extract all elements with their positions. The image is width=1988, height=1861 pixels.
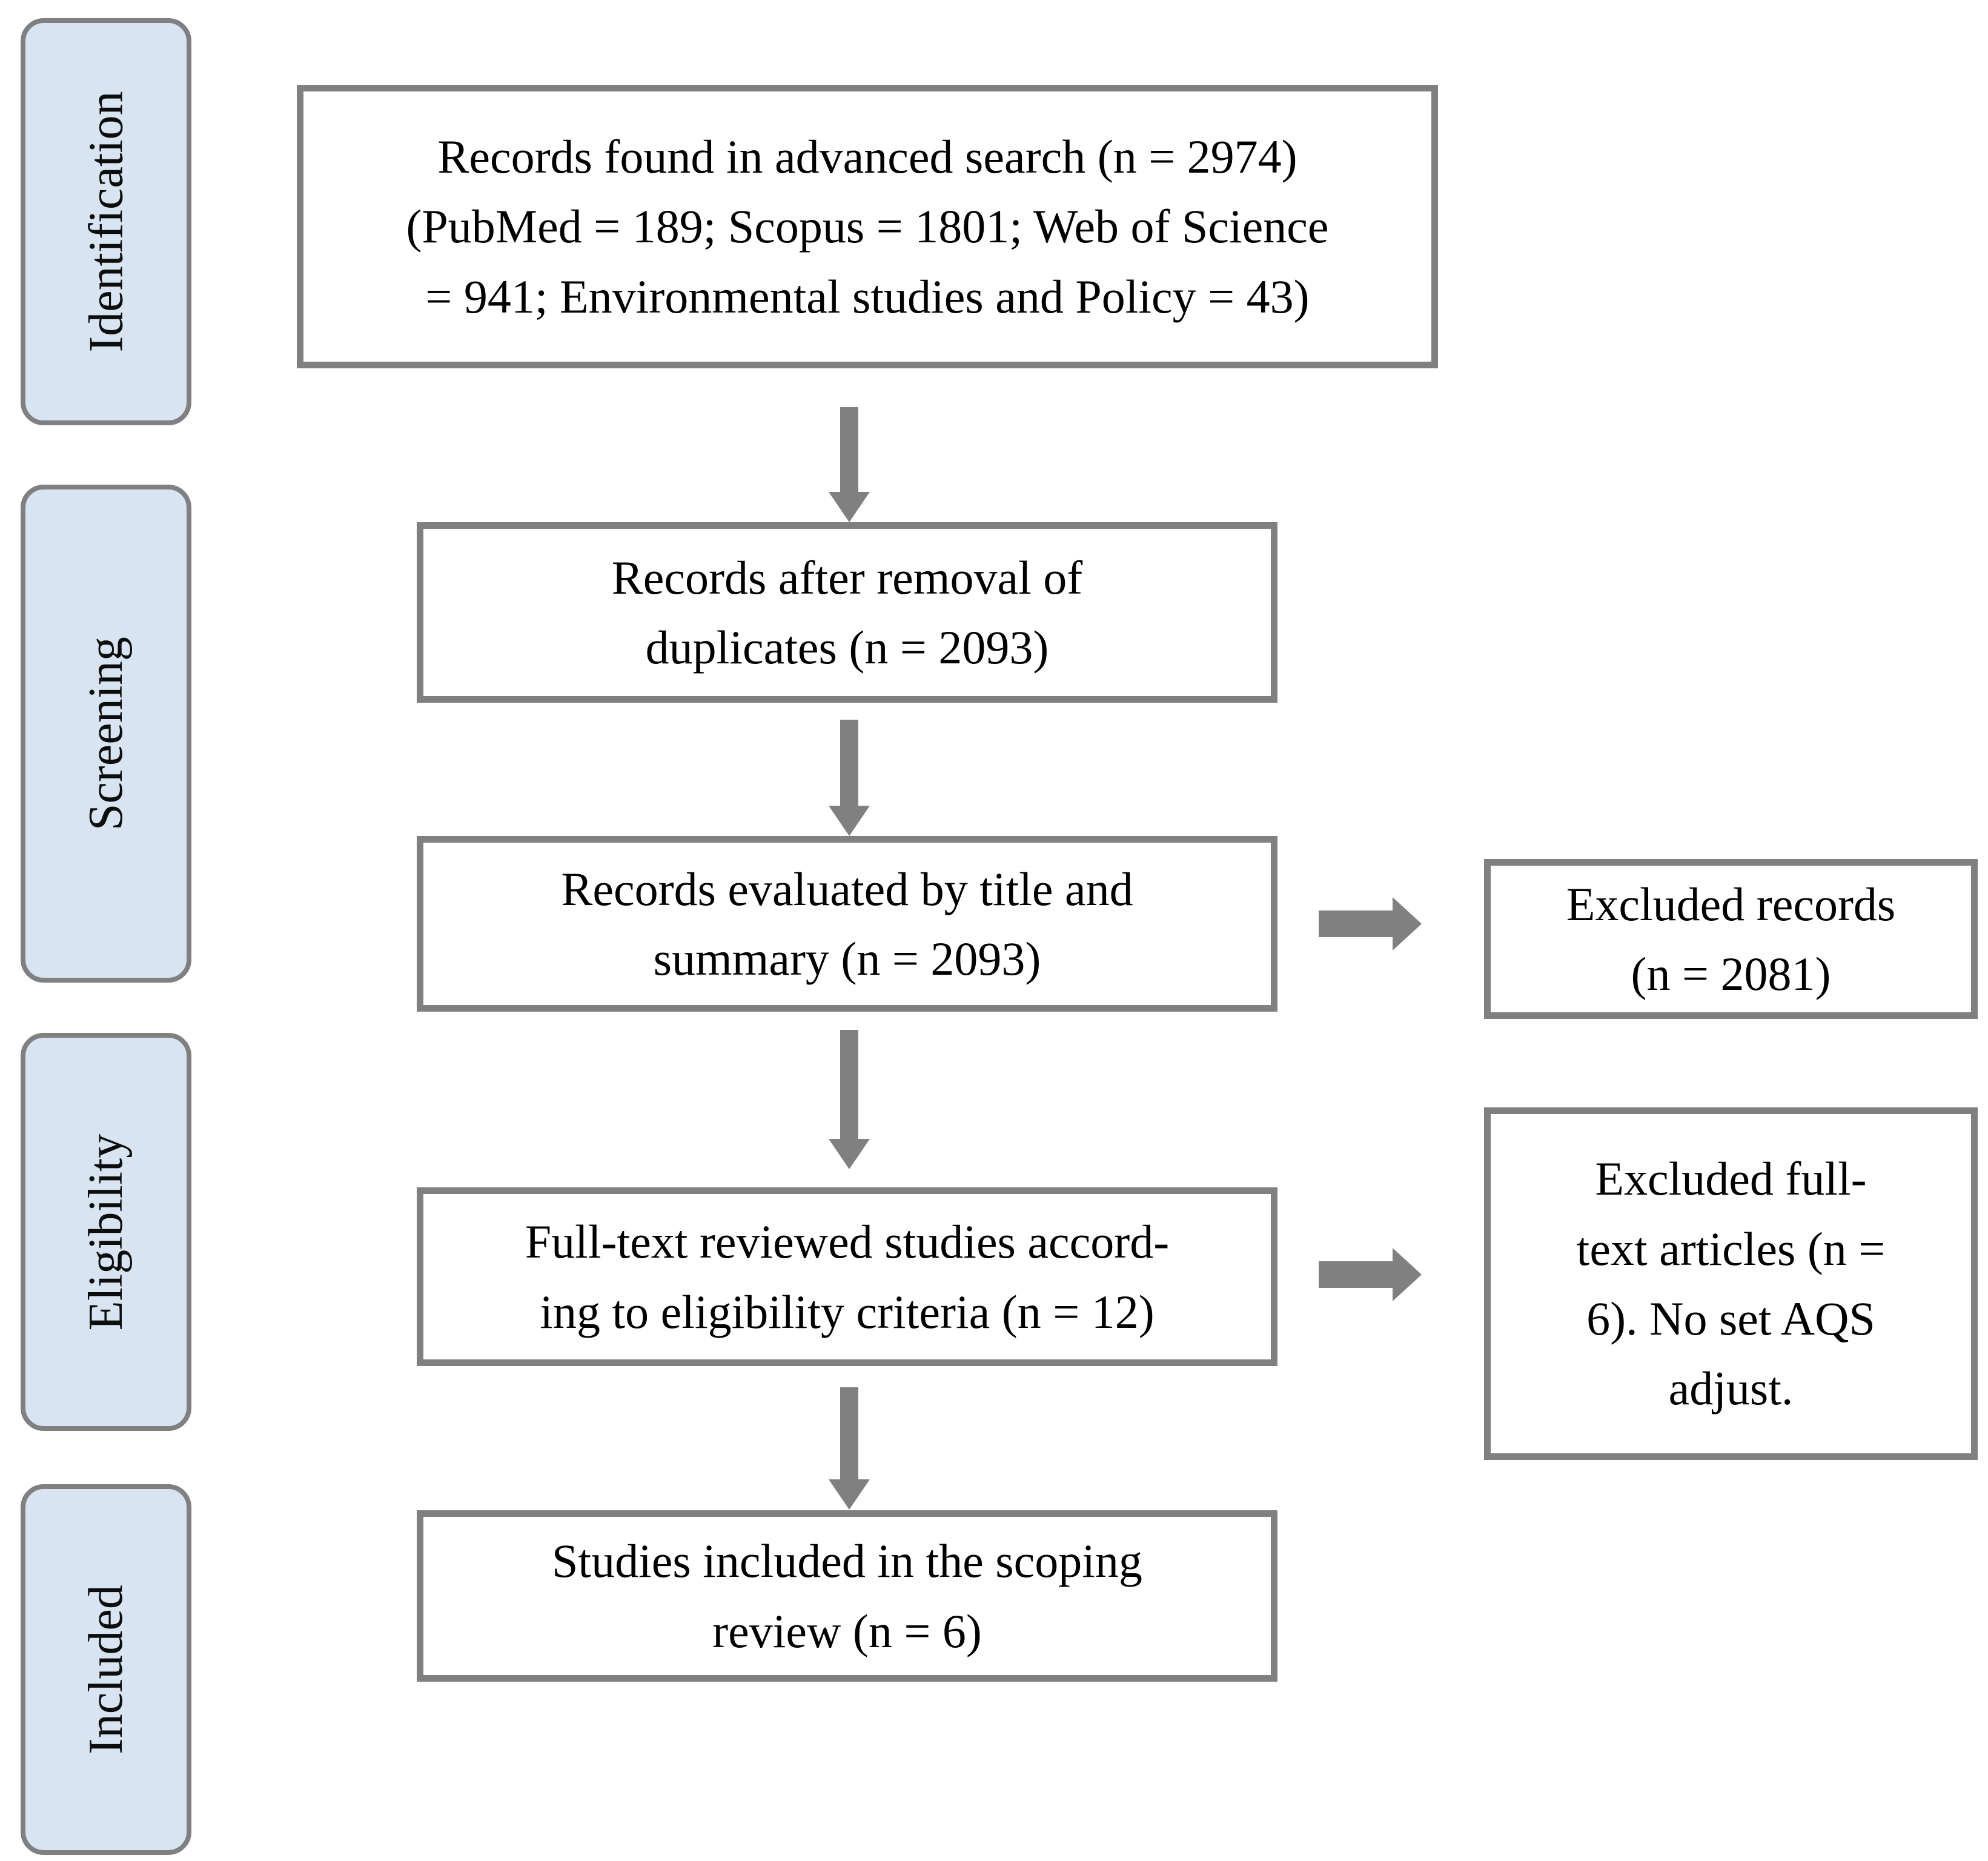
box-records-found-text: Records found in advanced search (n = 29… [406,130,1329,323]
arrow-full-text-to-included [829,1387,870,1510]
stage-included: Included [21,1484,191,1855]
arrow-head-icon [829,806,870,836]
box-studies-included: Studies included in the scoping review (… [417,1510,1277,1682]
stage-eligibility-label: Eligibility [79,1133,133,1330]
stage-eligibility: Eligibility [21,1033,191,1431]
arrow-head-icon [1393,1248,1422,1301]
arrow-shaft [1319,911,1394,937]
box-records-found: Records found in advanced search (n = 29… [297,85,1438,368]
box-full-text-reviewed: Full-text reviewed studies accord- ing t… [417,1187,1277,1366]
box-excluded-records-text: Excluded records (n = 2081) [1566,877,1896,1000]
arrow-full-text-to-excluded-full-text [1319,1248,1422,1301]
arrow-shaft [1319,1261,1394,1288]
arrow-head-icon [829,492,870,522]
box-excluded-full-text-text: Excluded full- text articles (n = 6). No… [1576,1152,1886,1415]
box-excluded-records: Excluded records (n = 2081) [1484,859,1978,1019]
box-evaluated-title-summary: Records evaluated by title and summary (… [417,836,1277,1012]
box-evaluated-title-summary-text: Records evaluated by title and summary (… [561,862,1133,985]
box-studies-included-text: Studies included in the scoping review (… [552,1534,1142,1657]
box-excluded-full-text: Excluded full- text articles (n = 6). No… [1484,1107,1978,1460]
arrow-head-icon [829,1479,870,1510]
arrow-shaft [840,1030,858,1140]
arrow-head-icon [1393,897,1422,950]
stage-identification-label: Identification [79,91,133,353]
arrow-shaft [840,1387,858,1481]
stage-included-label: Included [79,1585,133,1754]
box-after-duplicates: Records after removal of duplicates (n =… [417,522,1277,703]
box-full-text-reviewed-text: Full-text reviewed studies accord- ing t… [525,1215,1170,1338]
stage-identification: Identification [21,18,191,425]
arrow-shaft [840,407,858,493]
stage-screening-label: Screening [79,637,133,831]
box-after-duplicates-text: Records after removal of duplicates (n =… [611,551,1083,674]
arrow-head-icon [829,1139,870,1169]
arrow-records-found-to-after-duplicates [829,407,870,522]
arrow-shaft [840,720,858,807]
arrow-after-duplicates-to-evaluated [829,720,870,836]
arrow-evaluated-to-excluded-records [1319,897,1422,950]
arrow-evaluated-to-full-text [829,1030,870,1169]
stage-screening: Screening [21,485,191,983]
